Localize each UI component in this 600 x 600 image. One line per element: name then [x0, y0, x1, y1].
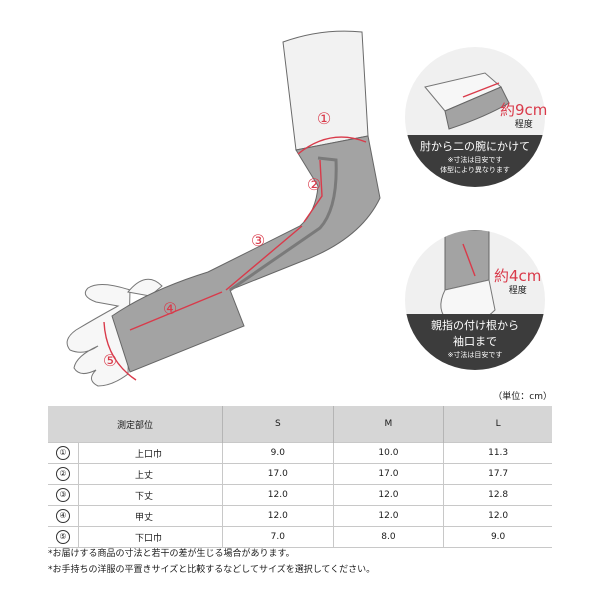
elbow-note-2: 体型により異なります	[440, 166, 510, 174]
thumb-description-1: 親指の付け根から	[431, 319, 519, 332]
table-row: ④ 甲丈 12.0 12.0 12.0	[48, 505, 552, 527]
arm-sleeve-diagram: ① ② ③ ④ ⑤	[66, 30, 381, 387]
measure-line-1	[297, 136, 367, 155]
row-s: 12.0	[222, 484, 334, 506]
measure-line-3	[225, 225, 303, 291]
row-s: 12.0	[222, 505, 334, 527]
thumb-approx-label: 程度	[508, 286, 527, 296]
row-l: 12.0	[443, 505, 552, 527]
table-row: ⑤ 下口巾 7.0 8.0 9.0	[48, 526, 552, 548]
row-number: ①	[56, 446, 70, 460]
sleeve-seam	[229, 156, 338, 292]
elbow-callout-band: 肘から二の腕にかけて ※寸法は目安です 体型により異なります	[405, 135, 545, 187]
measure-line-4	[129, 291, 223, 331]
marker-1: ①	[317, 109, 331, 128]
row-m: 17.0	[332, 463, 444, 485]
row-s: 7.0	[222, 526, 334, 548]
footnotes: *お届けする商品の寸法と若干の差が生じる場合があります。 *お手持ちの洋服の平置…	[48, 546, 375, 578]
upper-arm	[282, 30, 369, 151]
row-s: 17.0	[222, 463, 334, 485]
row-part: 下丈	[78, 484, 223, 506]
marker-5: ⑤	[103, 351, 117, 370]
row-l: 9.0	[443, 526, 552, 548]
hand	[66, 284, 131, 387]
marker-3: ③	[251, 231, 265, 250]
table-row: ③ 下丈 12.0 12.0 12.8	[48, 484, 552, 506]
row-s: 9.0	[222, 442, 334, 464]
thumb-approx: 約4cm 程度	[494, 267, 542, 298]
row-m: 10.0	[332, 442, 444, 464]
row-m: 8.0	[332, 526, 444, 548]
elbow-approx-label: 程度	[514, 120, 533, 130]
footnote-2: *お手持ちの洋服の平置きサイズと比較するなどしてサイズを選択してください。	[48, 565, 376, 575]
sleeve	[111, 135, 381, 373]
size-table: 測定部位 S M L ① 上口巾 9.0 10.0 11.3 ② 上丈 17.0…	[48, 406, 552, 548]
thumb-closeup-art	[440, 230, 496, 325]
header-part: 測定部位	[48, 406, 223, 443]
header-l: L	[443, 406, 552, 443]
elbow-description: 肘から二の腕にかけて	[420, 140, 530, 153]
unit-label: （単位：cm）	[493, 392, 552, 402]
header-m: M	[332, 406, 444, 443]
row-part: 甲丈	[78, 505, 223, 527]
row-m: 12.0	[332, 505, 444, 527]
row-m: 12.0	[332, 484, 444, 506]
marker-2: ②	[307, 175, 321, 194]
thumb-approx-value: 約4cm	[494, 267, 542, 285]
table-row: ② 上丈 17.0 17.0 17.7	[48, 463, 552, 485]
measure-line-2	[303, 159, 323, 223]
elbow-approx: 約9cm 程度	[500, 101, 548, 132]
thumb-callout: 親指の付け根から 袖口まで ※寸法は目安です	[405, 230, 545, 370]
table-row: ① 上口巾 9.0 10.0 11.3	[48, 442, 552, 464]
row-l: 17.7	[443, 463, 552, 485]
row-part: 下口巾	[78, 526, 223, 548]
row-number: ⑤	[56, 530, 70, 544]
elbow-approx-value: 約9cm	[500, 101, 548, 119]
row-number: ③	[56, 488, 70, 502]
table-header-row: 測定部位 S M L	[48, 406, 552, 443]
marker-4: ④	[163, 299, 177, 318]
row-part: 上口巾	[78, 442, 223, 464]
elbow-closeup-art	[424, 72, 510, 130]
row-part: 上丈	[78, 463, 223, 485]
footnote-1: *お届けする商品の寸法と若干の差が生じる場合があります。	[48, 549, 295, 559]
row-l: 11.3	[443, 442, 552, 464]
measure-line-5	[103, 321, 137, 381]
thumb-note: ※寸法は目安です	[447, 351, 503, 359]
elbow-callout: 肘から二の腕にかけて ※寸法は目安です 体型により異なります	[405, 47, 545, 187]
row-l: 12.8	[443, 484, 552, 506]
thumb-description-2: 袖口まで	[453, 335, 497, 348]
elbow-note-1: ※寸法は目安です	[447, 156, 503, 164]
markers: ① ② ③ ④ ⑤	[103, 109, 331, 370]
measurement-lines	[103, 136, 367, 381]
row-number: ②	[56, 467, 70, 481]
thumb-callout-band: 親指の付け根から 袖口まで ※寸法は目安です	[405, 314, 545, 370]
thumb	[127, 278, 163, 297]
row-number: ④	[56, 509, 70, 523]
header-s: S	[222, 406, 334, 443]
